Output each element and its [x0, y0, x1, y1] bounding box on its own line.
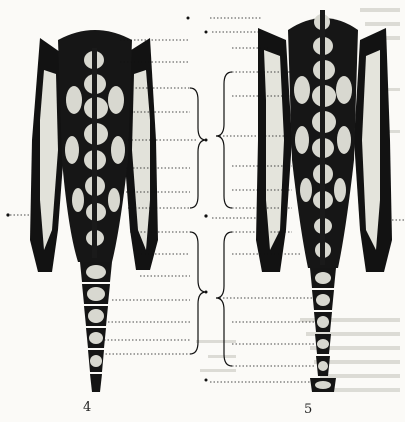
left-caudal-vertebrae	[80, 262, 112, 392]
region-brackets	[190, 72, 232, 366]
right-caudal-vertebrae	[310, 268, 336, 392]
caption-right: 5	[304, 402, 312, 417]
leader-dots	[187, 17, 208, 382]
left-specimen	[6, 30, 158, 392]
caption-left: 4	[83, 400, 91, 415]
